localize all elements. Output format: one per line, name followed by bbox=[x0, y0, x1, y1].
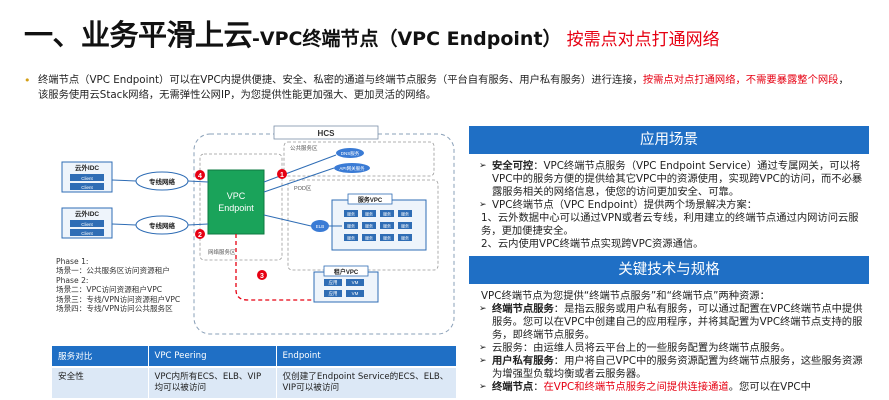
badge-2 bbox=[195, 229, 205, 239]
intro-paragraph: • 终端节点（VPC Endpoint）可以在VPC内提供便捷、安全、私密的通道… bbox=[24, 73, 858, 103]
vpc-endpoint-label-1: VPC bbox=[227, 191, 246, 201]
tech-intro: VPC终端节点为您提供“终端节点服务”和“终端节点”两种资源： bbox=[481, 290, 770, 302]
svg-text:专线网络: 专线网络 bbox=[149, 221, 176, 230]
table-cell: VPC内所有ECS、ELB、VIP均可以被访问 bbox=[148, 366, 277, 398]
phase-notes: Phase 1: 场景一：公共服务区访问资源租户 Phase 2: 场景二：VP… bbox=[56, 257, 181, 314]
tenant-cell-label: VM bbox=[352, 291, 359, 296]
title-highlight: 按需点对点打通网络 bbox=[566, 30, 720, 50]
right-panel: 应用场景 ➢安全可控：VPC终端节点服务（VPC Endpoint Servic… bbox=[469, 126, 869, 399]
arrow-bullet-icon: ➢ bbox=[479, 343, 487, 353]
title-main: 一、业务平滑上云 bbox=[24, 18, 253, 52]
arrow-bullet-icon: ➢ bbox=[479, 382, 487, 392]
list-item: ➢用户私有服务：用户将自己VPC中的服务资源配置为终端节点服务，这些服务资源为增… bbox=[479, 355, 863, 380]
table-header: 服务对比 bbox=[52, 346, 149, 367]
vpc-endpoint-box bbox=[207, 169, 265, 235]
service-cell-label: 服务 bbox=[365, 234, 373, 240]
tenant-cell-label: 应用 bbox=[329, 279, 338, 286]
tenant-cell-label: 应用 bbox=[329, 290, 338, 297]
service-cell-label: 服务 bbox=[383, 210, 391, 216]
elb-node bbox=[311, 220, 329, 232]
service-vpc-label: 服务VPC bbox=[358, 196, 383, 204]
service-vpc-title-box bbox=[347, 193, 393, 205]
intro-text-1: 终端节点（VPC Endpoint）可以在VPC内提供便捷、安全、私密的通道与终… bbox=[38, 74, 643, 86]
table-header: VPC Peering bbox=[148, 346, 277, 367]
api-gateway-service bbox=[334, 163, 370, 173]
tech-body: VPC终端节点为您提供“终端节点服务”和“终端节点”两种资源： ➢终端节点服务：… bbox=[469, 284, 869, 399]
architecture-diagram: HCS 公共服务区 DNS服务 API网关服务 POD区 网络服务区 VPC E… bbox=[61, 125, 455, 335]
net-service-zone bbox=[199, 153, 283, 261]
idc-2-label: 云外IDC bbox=[75, 209, 100, 218]
service-cell-label: 服务 bbox=[347, 234, 355, 240]
badge-1 bbox=[277, 169, 287, 179]
arrow-bullet-icon: ➢ bbox=[479, 161, 487, 171]
svg-text:3: 3 bbox=[260, 273, 264, 280]
list-item: ➢终端节点服务：是指云服务或用户私有服务，可以通过配置在VPC终端节点中提供服务… bbox=[479, 303, 863, 341]
svg-text:Client: Client bbox=[81, 176, 93, 181]
list-item: ➢云服务：由运维人员将云平台上的一些服务配置为终端节点服务。 bbox=[479, 342, 791, 354]
svg-text:Client: Client bbox=[81, 222, 93, 227]
page-title: 一、业务平滑上云-VPC终端节点（VPC Endpoint） 按需点对点打通网络 bbox=[24, 12, 874, 52]
service-cell-label: 服务 bbox=[401, 222, 409, 228]
scenario-line-1: 1、云外数据中心可以通过VPN或者云专线，利用建立的终端节点通过内网访问云服务，… bbox=[481, 212, 859, 237]
intro-text-red: 按需点对点打通网络，不需要暴露整个网段 bbox=[642, 74, 839, 86]
api-label: API网关服务 bbox=[339, 165, 365, 172]
section-header-tech: 关键技术与规格 bbox=[469, 256, 869, 284]
list-item: ➢终端节点：在VPC和终端节点服务之间提供连接通道。您可以在VPC中 bbox=[479, 381, 811, 393]
badge-4 bbox=[195, 170, 205, 180]
table-header: Endpoint bbox=[276, 346, 457, 367]
svg-text:Client: Client bbox=[81, 185, 93, 190]
hcs-label-box bbox=[273, 125, 379, 140]
service-cell-label: 服务 bbox=[383, 234, 391, 240]
title-subject: -VPC终端节点（VPC Endpoint） bbox=[252, 28, 562, 50]
svg-text:Client: Client bbox=[81, 231, 93, 236]
svg-text:1: 1 bbox=[280, 172, 284, 179]
svg-text:4: 4 bbox=[198, 173, 202, 180]
tenant-vpc-label: 租户VPC bbox=[334, 268, 359, 276]
arrow-bullet-icon: ➢ bbox=[479, 200, 487, 210]
elb-label: ELB bbox=[316, 224, 325, 229]
service-cell-label: 服务 bbox=[347, 222, 355, 228]
table-cell: 仅创建了Endpoint Service的ECS、ELB、VIP可以被访问 bbox=[276, 366, 457, 398]
dns-label: DNS服务 bbox=[341, 150, 360, 157]
public-zone bbox=[283, 141, 435, 177]
net-service-zone-label: 网络服务区 bbox=[208, 248, 236, 256]
scenarios-body: ➢安全可控：VPC终端节点服务（VPC Endpoint Service）通过专… bbox=[469, 154, 869, 256]
service-cell-label: 服务 bbox=[383, 222, 391, 228]
section-header-scenarios: 应用场景 bbox=[469, 126, 869, 154]
intro-text-2: ，该服务使用云Stack网络，无需弹性公网IP，为您提供性能更加强大、更加灵活的… bbox=[38, 74, 849, 101]
dns-service bbox=[336, 148, 364, 158]
svg-text:专线网络: 专线网络 bbox=[149, 177, 176, 186]
badge-3 bbox=[257, 270, 267, 280]
vpc-endpoint-label-2: Endpoint bbox=[218, 203, 254, 213]
svg-text:2: 2 bbox=[198, 232, 202, 239]
arrow-bullet-icon: ➢ bbox=[479, 304, 487, 314]
hcs-label: HCS bbox=[318, 129, 336, 138]
tenant-cell-label: VM bbox=[352, 280, 359, 285]
table-cell: 安全性 bbox=[52, 366, 149, 398]
pod-label: POD区 bbox=[294, 185, 312, 192]
table-header-row: 服务对比 VPC Peering Endpoint bbox=[52, 346, 457, 367]
table-row: 安全性 VPC内所有ECS、ELB、VIP均可以被访问 仅创建了Endpoint… bbox=[52, 366, 457, 398]
service-cell-label: 服务 bbox=[365, 222, 373, 228]
public-zone-label: 公共服务区 bbox=[290, 144, 318, 152]
tenant-vpc-title-box bbox=[323, 265, 369, 277]
service-cell-label: 服务 bbox=[365, 210, 373, 216]
service-cell-label: 服务 bbox=[401, 234, 409, 240]
list-item: ➢VPC终端节点（VPC Endpoint）提供两个场景解决方案： bbox=[479, 199, 758, 211]
service-cell-label: 服务 bbox=[347, 210, 355, 216]
service-grid bbox=[344, 210, 412, 241]
list-item: ➢安全可控：VPC终端节点服务（VPC Endpoint Service）通过专… bbox=[479, 160, 863, 198]
idc-1-label: 云外IDC bbox=[75, 163, 100, 172]
scenario-line-2: 2、云内使用VPC终端节点实现跨VPC资源通信。 bbox=[481, 238, 704, 250]
service-cell-label: 服务 bbox=[401, 210, 409, 216]
tenant-vpc bbox=[313, 271, 379, 303]
bullet-dot-icon: • bbox=[24, 74, 31, 87]
arrow-bullet-icon: ➢ bbox=[479, 356, 487, 366]
comparison-table: 服务对比 VPC Peering Endpoint 安全性 VPC内所有ECS、… bbox=[52, 346, 457, 398]
